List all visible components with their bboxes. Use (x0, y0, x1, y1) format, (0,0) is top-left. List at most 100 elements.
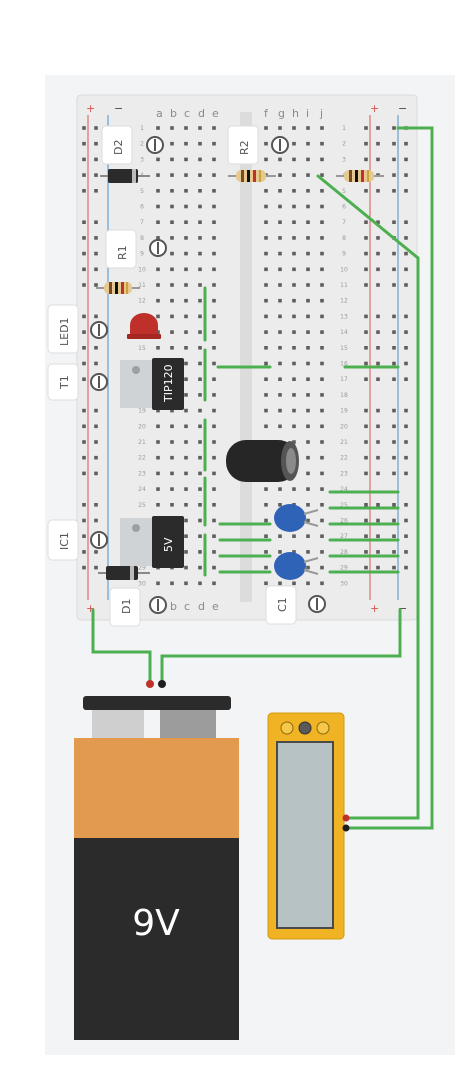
rail-hole[interactable] (364, 518, 368, 523)
breadboard-hole[interactable] (264, 550, 268, 554)
breadboard-hole[interactable] (156, 408, 160, 413)
breadboard-hole[interactable] (212, 581, 216, 586)
breadboard-hole[interactable] (198, 204, 202, 209)
rail-hole[interactable] (392, 189, 396, 193)
rail-hole[interactable] (94, 283, 98, 287)
breadboard-hole[interactable] (156, 189, 160, 193)
rail-hole[interactable] (404, 503, 408, 507)
breadboard-hole[interactable] (264, 534, 268, 538)
breadboard-hole[interactable] (306, 173, 310, 177)
rail-hole[interactable] (82, 424, 86, 429)
breadboard-hole[interactable] (320, 126, 324, 130)
rail-hole[interactable] (82, 189, 86, 193)
voltage-regulator-ic1[interactable]: 5V (120, 516, 184, 568)
breadboard-hole[interactable] (184, 330, 188, 334)
breadboard-hole[interactable] (264, 393, 268, 397)
rail-hole[interactable] (404, 267, 408, 272)
breadboard-hole[interactable] (212, 503, 216, 507)
breadboard-hole[interactable] (264, 503, 268, 507)
rail-hole[interactable] (376, 157, 380, 162)
breadboard-hole[interactable] (184, 236, 188, 240)
rail-hole[interactable] (94, 455, 98, 460)
transistor-t1[interactable]: TIP120 (120, 358, 184, 410)
breadboard-hole[interactable] (278, 298, 282, 303)
breadboard-hole[interactable] (198, 408, 202, 413)
rail-hole[interactable] (376, 440, 380, 444)
rail-hole[interactable] (82, 534, 86, 538)
breadboard-hole[interactable] (264, 314, 268, 319)
breadboard-hole[interactable] (184, 565, 188, 570)
rail-hole[interactable] (392, 361, 396, 366)
led-1[interactable] (127, 313, 161, 339)
rail-hole[interactable] (364, 550, 368, 554)
breadboard-hole[interactable] (292, 220, 296, 224)
breadboard-hole[interactable] (320, 157, 324, 162)
breadboard-hole[interactable] (212, 346, 216, 350)
breadboard-hole[interactable] (184, 503, 188, 507)
breadboard-hole[interactable] (306, 424, 310, 429)
breadboard-hole[interactable] (156, 204, 160, 209)
breadboard-hole[interactable] (264, 408, 268, 413)
breadboard-hole[interactable] (184, 251, 188, 256)
breadboard-hole[interactable] (320, 393, 324, 397)
breadboard-hole[interactable] (170, 298, 174, 303)
breadboard-hole[interactable] (198, 534, 202, 538)
breadboard-hole[interactable] (184, 126, 188, 130)
breadboard-hole[interactable] (184, 189, 188, 193)
rail-hole[interactable] (404, 314, 408, 319)
rail-hole[interactable] (364, 440, 368, 444)
breadboard-hole[interactable] (292, 126, 296, 130)
rail-hole[interactable] (94, 440, 98, 444)
breadboard-hole[interactable] (156, 440, 160, 444)
breadboard-hole[interactable] (278, 267, 282, 272)
rail-hole[interactable] (404, 236, 408, 240)
breadboard-hole[interactable] (320, 236, 324, 240)
breadboard-hole[interactable] (292, 534, 296, 538)
breadboard-hole[interactable] (184, 455, 188, 460)
breadboard-hole[interactable] (306, 565, 310, 570)
rail-hole[interactable] (364, 314, 368, 319)
breadboard-hole[interactable] (292, 204, 296, 209)
rail-hole[interactable] (404, 346, 408, 350)
breadboard-hole[interactable] (320, 283, 324, 287)
breadboard-hole[interactable] (198, 424, 202, 429)
breadboard-hole[interactable] (184, 361, 188, 366)
breadboard-hole[interactable] (184, 141, 188, 146)
breadboard-hole[interactable] (278, 534, 282, 538)
breadboard-hole[interactable] (278, 251, 282, 256)
rail-hole[interactable] (364, 503, 368, 507)
rail-hole[interactable] (404, 550, 408, 554)
rail-hole[interactable] (404, 361, 408, 366)
rail-hole[interactable] (94, 251, 98, 256)
breadboard-hole[interactable] (264, 377, 268, 381)
breadboard-hole[interactable] (198, 581, 202, 586)
breadboard-hole[interactable] (264, 204, 268, 209)
rail-hole[interactable] (392, 408, 396, 413)
breadboard-hole[interactable] (320, 361, 324, 366)
rail-hole[interactable] (94, 471, 98, 476)
breadboard-hole[interactable] (156, 487, 160, 491)
breadboard-hole[interactable] (198, 487, 202, 491)
breadboard-hole[interactable] (212, 251, 216, 256)
breadboard-hole[interactable] (264, 220, 268, 224)
rail-hole[interactable] (404, 377, 408, 381)
breadboard-hole[interactable] (278, 204, 282, 209)
rail-hole[interactable] (392, 173, 396, 177)
breadboard-hole[interactable] (306, 455, 310, 460)
breadboard-hole[interactable] (264, 487, 268, 491)
breadboard-hole[interactable] (170, 408, 174, 413)
rail-hole[interactable] (94, 267, 98, 272)
rail-hole[interactable] (364, 283, 368, 287)
resistance-mode-icon[interactable] (316, 721, 330, 735)
breadboard-hole[interactable] (198, 189, 202, 193)
rail-hole[interactable] (82, 220, 86, 224)
rail-hole[interactable] (404, 455, 408, 460)
breadboard-hole[interactable] (170, 157, 174, 162)
breadboard-hole[interactable] (170, 236, 174, 240)
rail-hole[interactable] (392, 471, 396, 476)
rail-hole[interactable] (376, 189, 380, 193)
breadboard-hole[interactable] (292, 361, 296, 366)
breadboard-hole[interactable] (170, 330, 174, 334)
breadboard-hole[interactable] (278, 503, 282, 507)
breadboard-hole[interactable] (198, 330, 202, 334)
